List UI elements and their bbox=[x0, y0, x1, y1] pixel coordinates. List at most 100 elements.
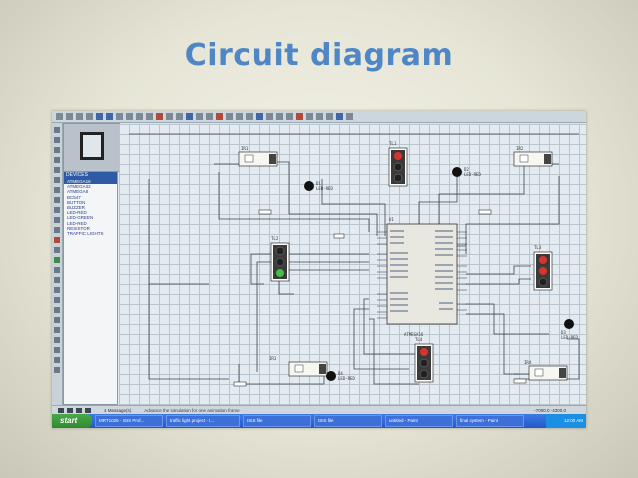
erc-icon[interactable] bbox=[336, 113, 343, 120]
netlist-icon[interactable] bbox=[316, 113, 323, 120]
make-device-icon[interactable] bbox=[236, 113, 243, 120]
generator-tool-icon[interactable] bbox=[54, 237, 60, 243]
zoom-all-icon[interactable] bbox=[116, 113, 123, 120]
path-tool-icon[interactable] bbox=[54, 307, 60, 313]
led-3[interactable]: D3 LED-RED bbox=[561, 319, 578, 340]
device-item[interactable]: ATMEGA16 bbox=[64, 179, 117, 185]
taskbar-item[interactable]: MRT1025 - ISIS Prof... bbox=[95, 415, 163, 427]
junction-tool-icon[interactable] bbox=[54, 147, 60, 153]
decompose-icon[interactable] bbox=[256, 113, 263, 120]
led-1[interactable]: D1 LED-RED bbox=[304, 181, 333, 191]
grid-icon[interactable] bbox=[126, 113, 133, 120]
overview-window[interactable] bbox=[63, 123, 120, 172]
device-item[interactable]: RESISTOR bbox=[67, 225, 90, 231]
box-tool-icon[interactable] bbox=[54, 277, 60, 283]
block-copy-icon[interactable] bbox=[186, 113, 193, 120]
terminal-tool-icon[interactable] bbox=[54, 197, 60, 203]
system-clock: 12:00 AM bbox=[546, 414, 586, 428]
ir-sensor-3[interactable]: IR3 bbox=[269, 356, 328, 377]
flip-icon[interactable] bbox=[54, 367, 60, 373]
led-ref: D1 bbox=[316, 181, 321, 186]
taskbar-item[interactable]: ISIS file bbox=[314, 415, 382, 427]
symbol-tool-icon[interactable] bbox=[54, 317, 60, 323]
play-icon[interactable] bbox=[58, 407, 64, 413]
ir-sensor-1[interactable]: IR1 bbox=[238, 146, 278, 167]
new-sheet-icon[interactable] bbox=[296, 113, 303, 120]
component-tool-icon[interactable] bbox=[54, 137, 60, 143]
cut-icon[interactable] bbox=[156, 113, 163, 120]
device-item[interactable]: LED-RED bbox=[67, 210, 87, 216]
probe-tool-icon[interactable] bbox=[54, 247, 60, 253]
ir-sensor-4[interactable]: IR4 bbox=[524, 360, 568, 381]
instrument-tool-icon[interactable] bbox=[54, 257, 60, 263]
device-item[interactable]: BC547 bbox=[67, 194, 81, 200]
rotate-ccw-icon[interactable] bbox=[54, 347, 60, 353]
device-item[interactable]: ATMEGA32 bbox=[67, 184, 91, 190]
led-2[interactable]: D2 LED-RED bbox=[452, 167, 481, 177]
select-tool-icon[interactable] bbox=[54, 127, 60, 133]
device-item[interactable]: LED-RED bbox=[67, 220, 87, 226]
paste-icon[interactable] bbox=[176, 113, 183, 120]
new-icon[interactable] bbox=[56, 113, 63, 120]
overview-sheet bbox=[80, 132, 104, 160]
sensor-label: IR3 bbox=[269, 356, 277, 361]
block-delete-icon[interactable] bbox=[216, 113, 223, 120]
copy-icon[interactable] bbox=[166, 113, 173, 120]
traffic-light-left[interactable]: TL2 bbox=[270, 236, 290, 282]
ir-sensor-2[interactable]: IR2 bbox=[513, 146, 553, 167]
device-item[interactable]: BUZZER bbox=[67, 205, 85, 211]
led-ref: D3 bbox=[561, 330, 566, 335]
stop-icon[interactable] bbox=[85, 407, 91, 413]
pin-tool-icon[interactable] bbox=[54, 207, 60, 213]
rotate-cw-icon[interactable] bbox=[54, 337, 60, 343]
microcontroller[interactable]: U1 ATMEGA16 bbox=[377, 217, 467, 337]
block-rotate-icon[interactable] bbox=[206, 113, 213, 120]
led-4[interactable]: D4 LED-RED bbox=[326, 371, 355, 381]
marker-tool-icon[interactable] bbox=[54, 327, 60, 333]
mirror-icon[interactable] bbox=[54, 357, 60, 363]
device-item[interactable]: ATMEGA8 bbox=[67, 189, 89, 195]
line-tool-icon[interactable] bbox=[54, 267, 60, 273]
device-item[interactable]: BUTTON bbox=[67, 199, 86, 205]
redo-icon[interactable] bbox=[146, 113, 153, 120]
graph-tool-icon[interactable] bbox=[54, 217, 60, 223]
ares-icon[interactable] bbox=[346, 113, 353, 120]
traffic-light-right[interactable]: TL3 bbox=[533, 245, 553, 291]
block-move-icon[interactable] bbox=[196, 113, 203, 120]
bom-icon[interactable] bbox=[326, 113, 333, 120]
taskbar-item[interactable]: ISIS file bbox=[243, 415, 311, 427]
wire-label-tool-icon[interactable] bbox=[54, 157, 60, 163]
led-value: LED-RED bbox=[561, 335, 578, 340]
save-icon[interactable] bbox=[76, 113, 83, 120]
schematic-drawing: IR1 IR2 IR3 IR4 bbox=[129, 133, 580, 387]
start-button[interactable]: start bbox=[52, 414, 92, 428]
step-icon[interactable] bbox=[67, 407, 73, 413]
traffic-light-top[interactable]: TL1 bbox=[388, 141, 408, 187]
taskbar-item[interactable]: final system - Paint bbox=[456, 415, 524, 427]
wire-autorouter-icon[interactable] bbox=[266, 113, 273, 120]
pause-icon[interactable] bbox=[76, 407, 82, 413]
circle-tool-icon[interactable] bbox=[54, 287, 60, 293]
message-count[interactable]: 4 Message(s) bbox=[104, 407, 132, 413]
zoom-out-icon[interactable] bbox=[106, 113, 113, 120]
pick-device-icon[interactable] bbox=[226, 113, 233, 120]
remove-sheet-icon[interactable] bbox=[306, 113, 313, 120]
tape-tool-icon[interactable] bbox=[54, 227, 60, 233]
search-icon[interactable] bbox=[276, 113, 283, 120]
arc-tool-icon[interactable] bbox=[54, 297, 60, 303]
subcircuit-tool-icon[interactable] bbox=[54, 187, 60, 193]
schematic-canvas[interactable]: IR1 IR2 IR3 IR4 bbox=[119, 124, 586, 405]
device-item[interactable]: LED-GREEN bbox=[67, 215, 94, 221]
text-tool-icon[interactable] bbox=[54, 167, 60, 173]
open-icon[interactable] bbox=[66, 113, 73, 120]
device-item[interactable]: TRAFFIC LIGHTS bbox=[67, 231, 104, 237]
undo-icon[interactable] bbox=[136, 113, 143, 120]
taskbar-item[interactable]: untitled - Paint bbox=[385, 415, 453, 427]
property-assign-icon[interactable] bbox=[286, 113, 293, 120]
bus-tool-icon[interactable] bbox=[54, 177, 60, 183]
taskbar-item[interactable]: traffic light project - I... bbox=[166, 415, 240, 427]
print-icon[interactable] bbox=[86, 113, 93, 120]
traffic-light-bottom[interactable]: TL4 bbox=[414, 337, 434, 383]
package-icon[interactable] bbox=[246, 113, 253, 120]
zoom-in-icon[interactable] bbox=[96, 113, 103, 120]
